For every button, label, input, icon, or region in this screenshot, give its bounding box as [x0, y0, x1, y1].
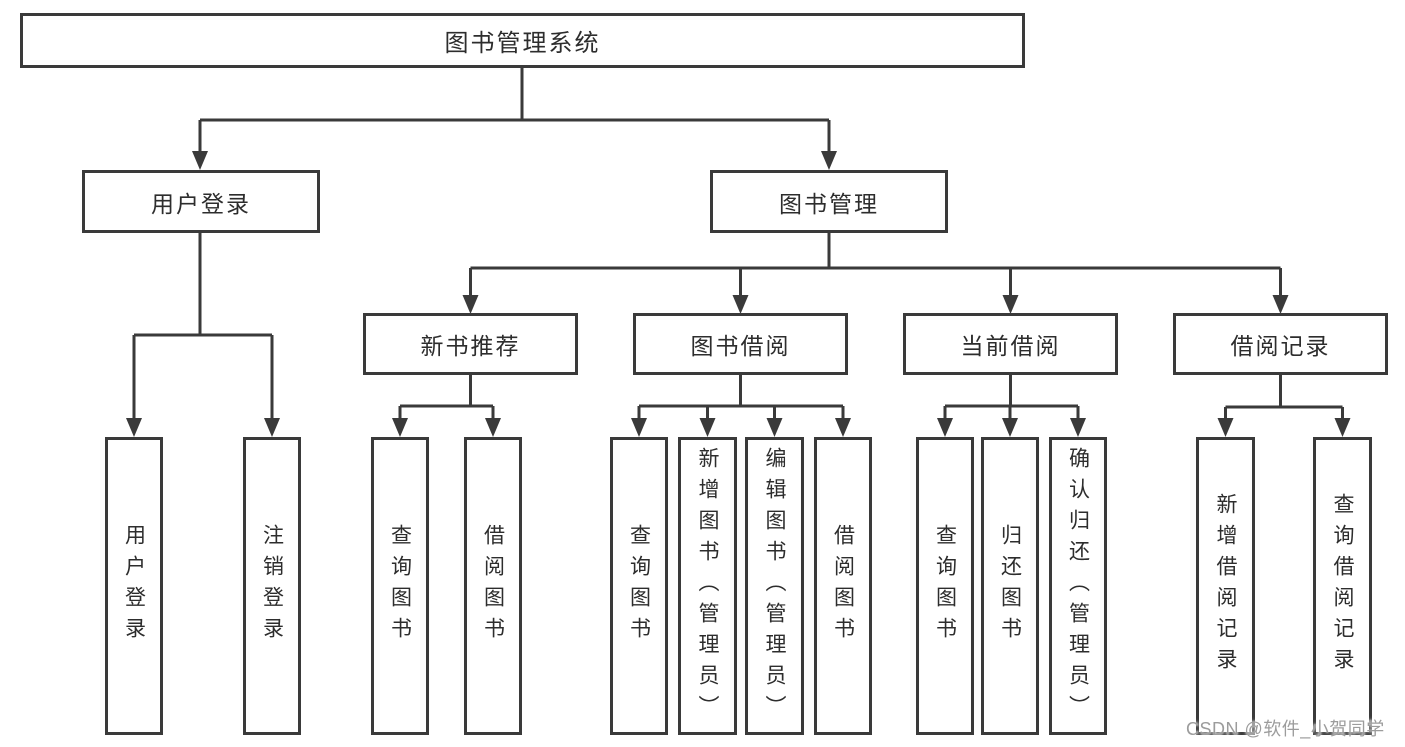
leaf-borrow-books-recommend: 借阅图书: [464, 437, 522, 735]
leaf-logout: 注销登录: [243, 437, 301, 735]
csdn-watermark: CSDN @软件_小贺同学: [1186, 719, 1385, 739]
node-book-borrowing-label: 图书借阅: [690, 333, 791, 359]
leaf-return-books: 归还图书: [981, 437, 1039, 735]
node-book-borrowing: 图书借阅: [633, 313, 848, 375]
leaf-add-book-admin: 新增图书（管理员）: [678, 437, 737, 735]
leaf-confirm-return-admin-label: 确认归还（管理员）: [1066, 446, 1090, 726]
leaf-return-books-label: 归还图书: [998, 524, 1022, 648]
node-new-book-recommendation-label: 新书推荐: [420, 333, 521, 359]
node-borrowing-records-label: 借阅记录: [1230, 333, 1331, 359]
node-new-book-recommendation: 新书推荐: [363, 313, 578, 375]
leaf-search-books-borrow: 查询图书: [610, 437, 668, 735]
leaf-add-borrow-record: 新增借阅记录: [1196, 437, 1255, 735]
node-user-login-label: 用户登录: [151, 190, 251, 217]
node-library-system: 图书管理系统: [20, 13, 1025, 68]
node-library-system-label: 图书管理系统: [444, 30, 601, 57]
leaf-user-login-label: 用户登录: [122, 524, 146, 648]
leaf-add-book-admin-label: 新增图书（管理员）: [696, 446, 719, 726]
leaf-edit-book-admin: 编辑图书（管理员）: [745, 437, 804, 735]
node-current-borrowing: 当前借阅: [903, 313, 1118, 375]
leaf-search-books-borrow-label: 查询图书: [627, 524, 651, 648]
leaf-search-books-recommend: 查询图书: [371, 437, 429, 735]
node-book-management: 图书管理: [710, 170, 948, 233]
leaf-add-borrow-record-label: 新增借阅记录: [1214, 493, 1237, 679]
leaf-search-borrow-record: 查询借阅记录: [1313, 437, 1372, 735]
leaf-borrow-books-label: 借阅图书: [831, 524, 855, 648]
node-book-management-label: 图书管理: [779, 190, 879, 217]
leaf-edit-book-admin-label: 编辑图书（管理员）: [763, 446, 786, 726]
node-current-borrowing-label: 当前借阅: [960, 333, 1061, 359]
leaf-search-books-current: 查询图书: [916, 437, 974, 735]
leaf-user-login: 用户登录: [105, 437, 163, 735]
leaf-search-books-recommend-label: 查询图书: [388, 524, 412, 648]
leaf-search-borrow-record-label: 查询借阅记录: [1331, 493, 1354, 679]
leaf-confirm-return-admin: 确认归还（管理员）: [1049, 437, 1107, 735]
leaf-search-books-current-label: 查询图书: [933, 524, 957, 648]
leaf-borrow-books: 借阅图书: [814, 437, 872, 735]
leaf-logout-label: 注销登录: [260, 524, 284, 648]
node-borrowing-records: 借阅记录: [1173, 313, 1388, 375]
leaf-borrow-books-recommend-label: 借阅图书: [481, 524, 505, 648]
node-user-login: 用户登录: [82, 170, 320, 233]
